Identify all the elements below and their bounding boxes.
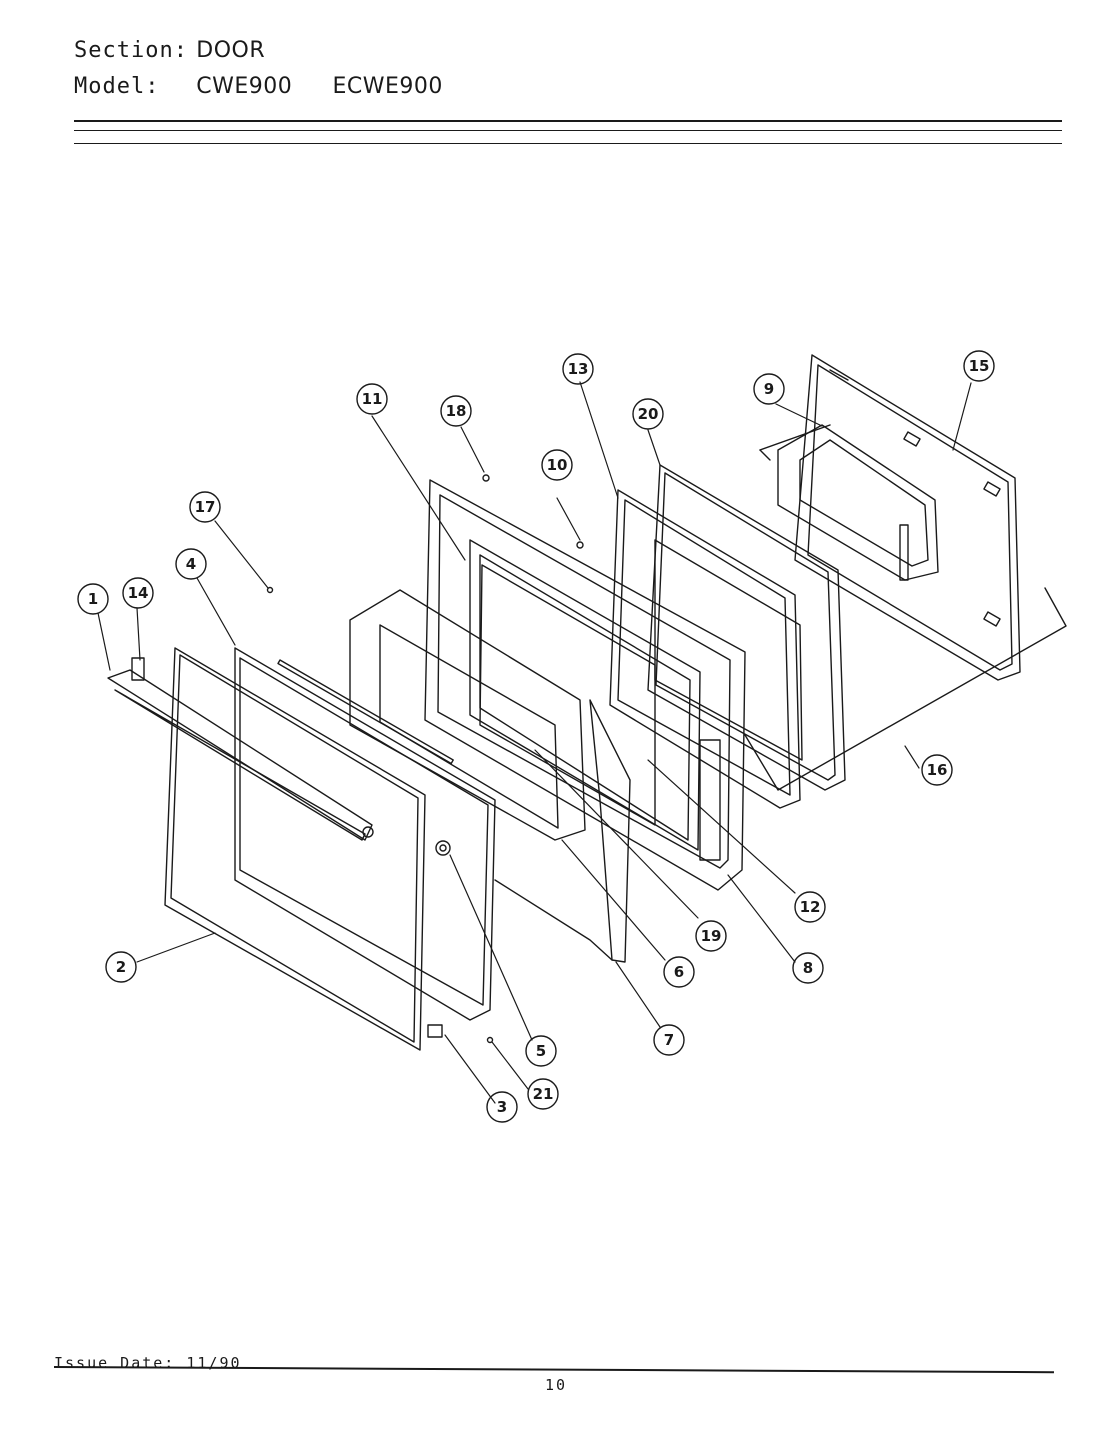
callout-14: 14 (122, 577, 154, 609)
model-value-1: CWE900 (196, 74, 293, 99)
callout-1-label: 1 (88, 590, 98, 608)
part-18-screw (482, 474, 490, 482)
callout-6: 6 (663, 956, 695, 988)
model-label: Model: (74, 74, 160, 99)
part-7-trim-strip (494, 699, 631, 963)
section-row: Section: DOOR (74, 38, 291, 63)
callout-15-label: 15 (969, 357, 990, 375)
callout-21-label: 21 (533, 1085, 554, 1103)
callout-16-label: 16 (927, 761, 948, 779)
callout-12-label: 12 (800, 898, 821, 916)
model-value-2: ECWE900 (332, 74, 443, 99)
section-label: Section: (74, 38, 188, 63)
callout-21: 21 (527, 1078, 559, 1110)
callout-8: 8 (792, 952, 824, 984)
issue-date: Issue Date: 11/90 (54, 1354, 242, 1372)
part-2-outer-panel (164, 647, 426, 1051)
callout-11: 11 (356, 383, 388, 415)
part-8-door-frame (424, 479, 746, 891)
leader-lines (97, 381, 972, 1104)
part-12-gasket (479, 564, 656, 826)
callout-19-label: 19 (701, 927, 722, 945)
callout-20-label: 20 (638, 405, 659, 423)
callout-12: 12 (794, 891, 826, 923)
part-4-door-skin (234, 647, 496, 1021)
callout-2: 2 (105, 951, 137, 983)
callout-13-label: 13 (568, 360, 589, 378)
callout-17-label: 17 (195, 498, 216, 516)
callout-14-label: 14 (128, 584, 149, 602)
callout-9: 9 (753, 373, 785, 405)
part-16-bracket (744, 587, 1067, 791)
header-rule-middle (74, 130, 1062, 131)
callout-9-label: 9 (764, 380, 774, 398)
part-13-inner-shield (609, 489, 801, 809)
callout-4-label: 4 (186, 555, 196, 573)
part-17-screw (266, 586, 274, 594)
callout-7-label: 7 (664, 1031, 674, 1049)
part-20-inner-liner (647, 464, 846, 791)
callout-7: 7 (653, 1024, 685, 1056)
page-number: 10 (545, 1376, 568, 1394)
callout-2-label: 2 (116, 958, 126, 976)
part-14-handle-bracket (131, 657, 145, 681)
callout-20: 20 (632, 398, 664, 430)
callout-16: 16 (921, 754, 953, 786)
callout-5: 5 (525, 1035, 557, 1067)
callout-4: 4 (175, 548, 207, 580)
callout-5-label: 5 (536, 1042, 546, 1060)
header-rule-top (74, 120, 1062, 122)
callout-19: 19 (695, 920, 727, 952)
callout-18: 18 (440, 395, 472, 427)
callout-15: 15 (963, 350, 995, 382)
part-10-screw (576, 541, 584, 549)
small-screws (266, 474, 584, 1044)
part-9-window-frame (759, 424, 939, 581)
part-21-screw (486, 1036, 494, 1044)
callout-11-label: 11 (362, 390, 383, 408)
callouts: 1 2 3 4 5 6 7 8 9 10 11 12 13 14 15 16 1… (77, 350, 995, 1123)
part-3-hinge-bracket (427, 1024, 443, 1038)
callout-1: 1 (77, 583, 109, 615)
callout-18-label: 18 (446, 402, 467, 420)
callout-8-label: 8 (803, 959, 813, 977)
callout-17: 17 (189, 491, 221, 523)
callout-10: 10 (541, 449, 573, 481)
callout-3-label: 3 (497, 1098, 507, 1116)
part-1-handle (107, 669, 374, 841)
section-value: DOOR (196, 38, 266, 63)
header-rule-bottom (74, 143, 1062, 144)
model-row: Model: CWE900 ECWE900 (74, 74, 469, 99)
callout-3: 3 (486, 1091, 518, 1123)
callout-13: 13 (562, 353, 594, 385)
part-6-inner-panel (349, 589, 586, 841)
callout-10-label: 10 (547, 456, 568, 474)
callout-6-label: 6 (674, 963, 684, 981)
